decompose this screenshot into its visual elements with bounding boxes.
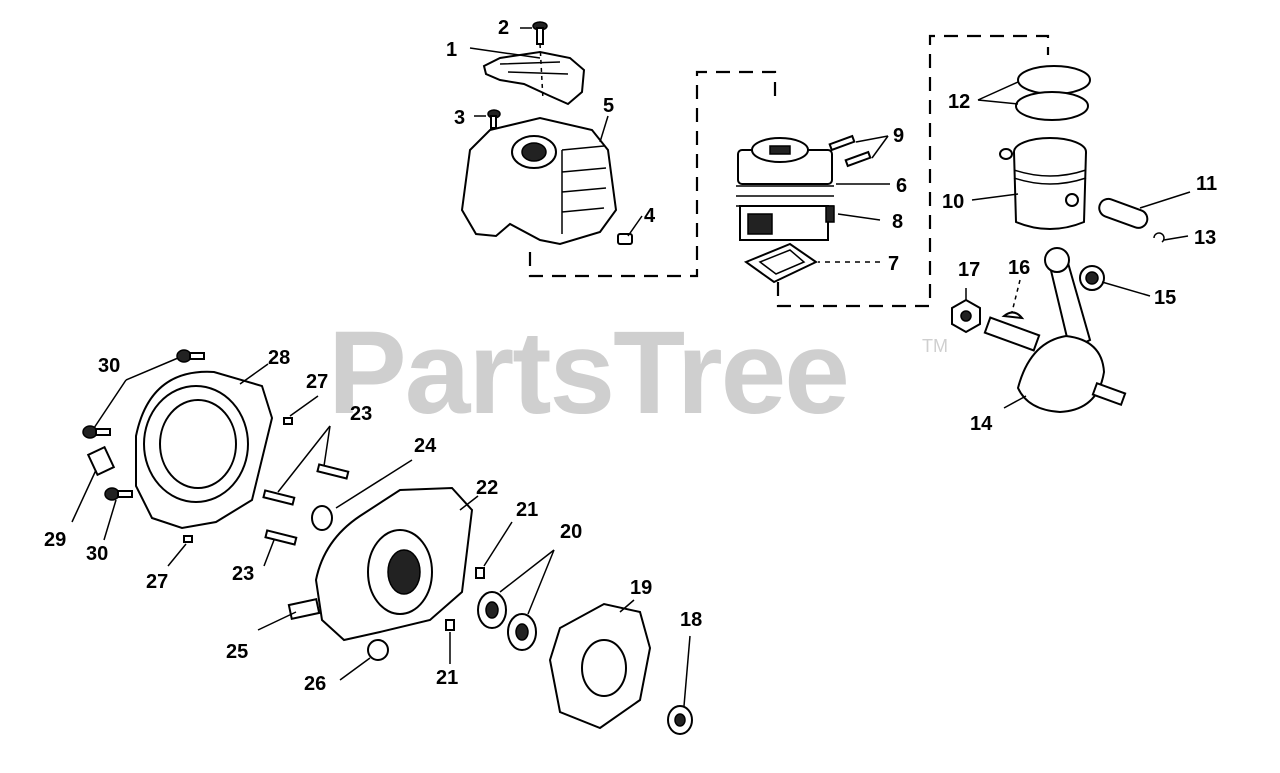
watermark: PartsTree TM	[328, 307, 948, 439]
callout-28[interactable]: 28	[268, 347, 290, 369]
leader-lines	[71, 27, 1191, 707]
callout-30b[interactable]: 30	[86, 543, 108, 565]
part-bolt-30a[interactable]	[176, 349, 205, 363]
callout-24[interactable]: 24	[414, 435, 437, 457]
watermark-trademark: TM	[922, 336, 948, 356]
callout-25[interactable]: 25	[226, 641, 248, 663]
part-screw-3[interactable]	[487, 109, 501, 129]
part-crankcase-left[interactable]	[314, 486, 474, 642]
part-pin-27b[interactable]	[183, 535, 193, 543]
part-bolt-23a[interactable]	[316, 463, 350, 480]
callout-9[interactable]: 9	[893, 125, 904, 147]
callout-30a[interactable]: 30	[98, 355, 120, 377]
callout-13[interactable]: 13	[1194, 227, 1216, 249]
callout-6[interactable]: 6	[896, 175, 907, 197]
callout-labels: 1 2 3 4 5 6 7 8 9 10 11 12 13 14 15 16 1…	[44, 17, 1217, 695]
part-piston-rings[interactable]	[1015, 65, 1091, 121]
part-cylinder[interactable]	[736, 137, 834, 241]
part-top-cover[interactable]	[482, 50, 586, 106]
callout-2[interactable]: 2	[498, 17, 509, 39]
callout-10[interactable]: 10	[942, 191, 964, 213]
callout-29[interactable]: 29	[44, 529, 66, 551]
part-oil-seal-24[interactable]	[311, 505, 333, 531]
part-screw-2[interactable]	[532, 21, 548, 45]
callout-22[interactable]: 22	[476, 477, 498, 499]
callout-8[interactable]: 8	[892, 211, 903, 233]
assembly-brackets	[528, 34, 1050, 308]
callout-3[interactable]: 3	[454, 107, 465, 129]
callout-12[interactable]: 12	[948, 91, 970, 113]
piston-link-bracket	[776, 34, 1050, 308]
part-cap-26[interactable]	[367, 639, 389, 661]
part-bearing-20a[interactable]	[477, 591, 507, 629]
callout-17[interactable]: 17	[958, 259, 980, 281]
callout-18[interactable]: 18	[680, 609, 702, 631]
part-dowel-21a[interactable]	[475, 567, 485, 579]
part-nut[interactable]	[951, 298, 981, 334]
callout-19[interactable]: 19	[630, 577, 652, 599]
part-plug[interactable]	[825, 205, 835, 223]
callout-26[interactable]: 26	[304, 673, 326, 695]
part-bolt-23c[interactable]	[264, 529, 298, 546]
part-cylinder-shroud[interactable]	[460, 116, 618, 246]
part-bolt-30b[interactable]	[82, 425, 111, 439]
part-bolt-4[interactable]	[617, 233, 633, 245]
part-bracket-29[interactable]	[86, 445, 116, 477]
part-piston-pin[interactable]	[1097, 196, 1150, 230]
part-piston[interactable]	[1013, 137, 1087, 230]
part-needle-bearing[interactable]	[1079, 265, 1105, 291]
part-oil-seal-18[interactable]	[667, 705, 693, 735]
part-key[interactable]	[1001, 311, 1025, 320]
part-pin-27a[interactable]	[283, 417, 293, 425]
callout-1[interactable]: 1	[446, 39, 457, 61]
callout-15[interactable]: 15	[1154, 287, 1176, 309]
callout-11[interactable]: 11	[1196, 173, 1217, 195]
callout-21b[interactable]: 21	[436, 667, 458, 689]
part-gasket[interactable]	[743, 242, 818, 284]
callout-27a[interactable]: 27	[306, 371, 328, 393]
part-clip-left[interactable]	[999, 148, 1013, 160]
part-bolt-23b[interactable]	[262, 489, 296, 506]
callout-16[interactable]: 16	[1008, 257, 1030, 279]
callout-14[interactable]: 14	[970, 413, 993, 435]
part-crankcase-right[interactable]	[548, 602, 652, 730]
callout-7[interactable]: 7	[888, 253, 899, 275]
part-dowel-21b[interactable]	[445, 619, 455, 631]
watermark-text: PartsTree	[328, 307, 848, 439]
callout-27b[interactable]: 27	[146, 571, 168, 593]
part-clip-25[interactable]	[287, 598, 321, 620]
callout-5[interactable]: 5	[603, 95, 614, 117]
part-bolt-30c[interactable]	[104, 487, 133, 501]
callout-20[interactable]: 20	[560, 521, 582, 543]
screw-axis	[539, 43, 544, 101]
callout-23a[interactable]: 23	[350, 403, 372, 425]
callout-23b[interactable]: 23	[232, 563, 254, 585]
part-clip-13[interactable]	[1153, 232, 1165, 243]
part-studs[interactable]	[828, 134, 872, 168]
callout-21a[interactable]: 21	[516, 499, 538, 521]
callout-4[interactable]: 4	[644, 205, 656, 227]
part-fan-housing[interactable]	[135, 370, 274, 530]
part-bearing-20b[interactable]	[507, 613, 537, 651]
part-crankshaft[interactable]	[983, 247, 1127, 414]
